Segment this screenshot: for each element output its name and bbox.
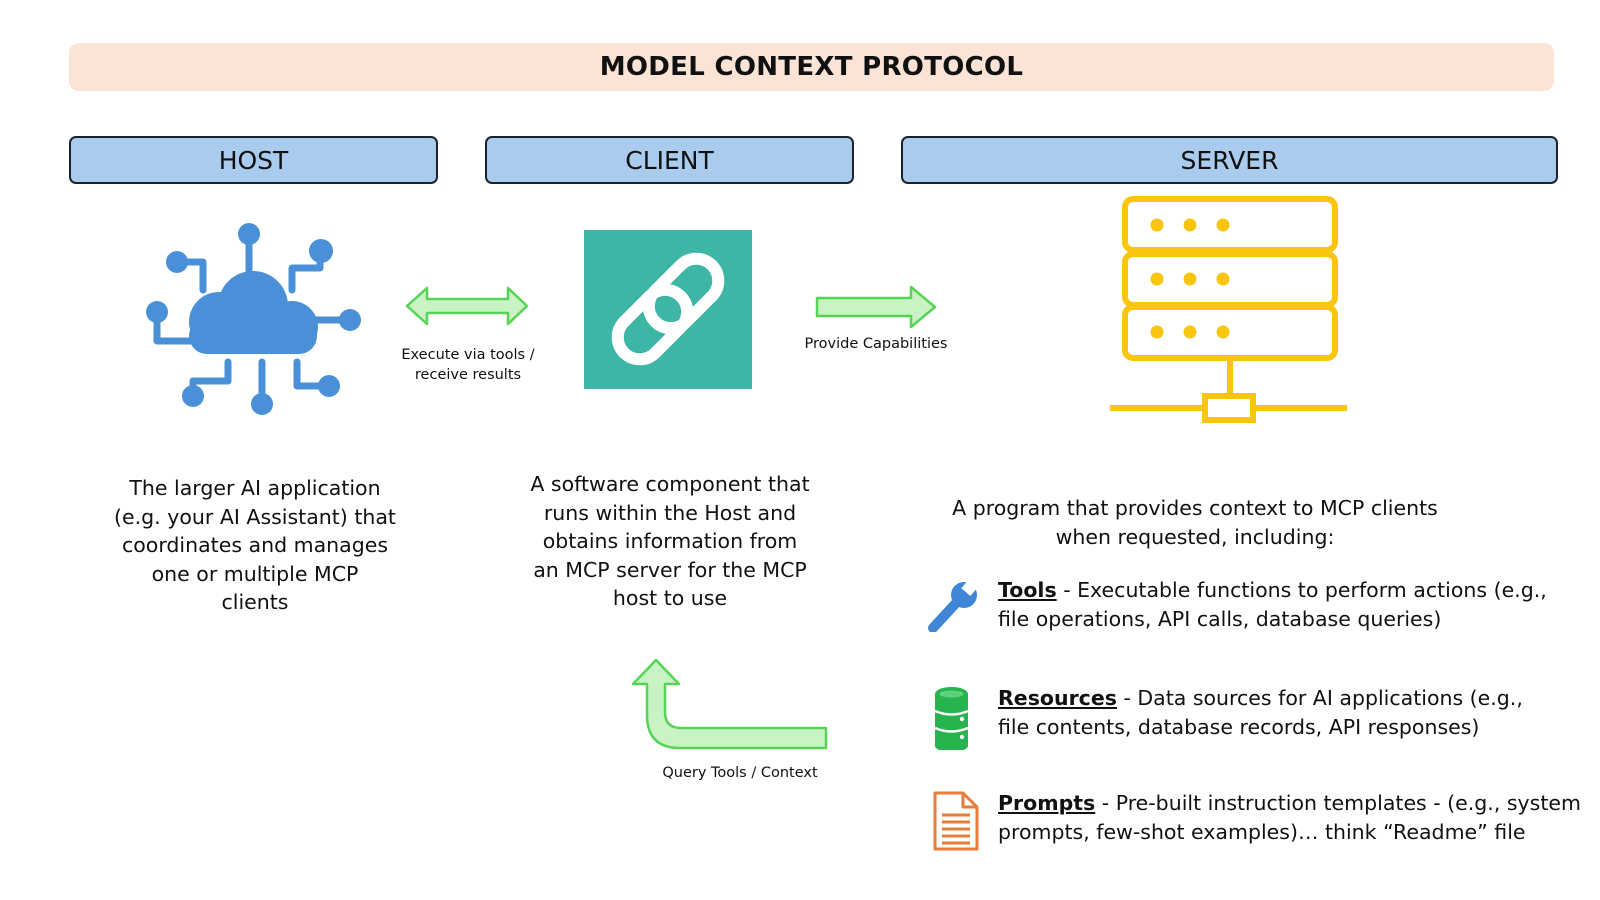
client-header-label: CLIENT [625, 145, 714, 175]
host-header-label: HOST [218, 145, 289, 175]
resources-description-line: file contents, database records, API res… [998, 714, 1480, 739]
ai-cloud-network-icon [146, 223, 361, 415]
client-header: CLIENT [485, 136, 854, 184]
client-description-line: A software component that [530, 472, 810, 496]
client-description-line: obtains information from [542, 529, 798, 553]
prompts-description-line: prompts, few-shot examples)… think “Read… [998, 819, 1526, 844]
capability-tools: Tools - Executable functions to perform … [923, 576, 1547, 633]
host-description-line: (e.g. your AI Assistant) that [114, 504, 396, 529]
tools-name: Tools [998, 578, 1057, 602]
database-icon [934, 687, 969, 750]
resources-description-line: - Data sources for AI applications (e.g.… [1116, 686, 1523, 710]
client-description-line: an MCP server for the MCP [533, 557, 807, 582]
provide-capabilities-label: Provide Capabilities [804, 336, 948, 352]
wrench-icon [928, 576, 981, 632]
host-description: The larger AI application (e.g. your AI … [90, 474, 420, 617]
query-tools-return-arrow [631, 658, 828, 750]
host-description-line: one or multiple MCP [151, 561, 359, 586]
resources-name: Resources [998, 686, 1117, 710]
tools-text: Tools - Executable functions to perform … [998, 576, 1547, 633]
page-title: MODEL CONTEXT PROTOCOL [599, 52, 1024, 82]
tools-description-line: - Executable functions to perform action… [1056, 578, 1547, 602]
execute-label-line: Execute via tools / [401, 347, 535, 363]
prompts-text: Prompts - Pre-built instruction template… [998, 789, 1581, 846]
title-banner: MODEL CONTEXT PROTOCOL [69, 43, 1554, 91]
server-description: A program that provides context to MCP c… [920, 494, 1470, 551]
resources-text: Resources - Data sources for AI applicat… [998, 684, 1523, 741]
client-description-line: runs within the Host and [543, 500, 797, 525]
chain-link-icon [584, 230, 752, 389]
host-header: HOST [69, 136, 438, 184]
server-description-line: when requested, including: [1055, 524, 1335, 549]
host-description-line: The larger AI application [129, 476, 381, 500]
server-header-label: SERVER [1180, 145, 1279, 175]
execute-label-line: receive results [414, 367, 522, 383]
execute-double-arrow [405, 286, 529, 326]
client-description-line: host to use [612, 586, 728, 610]
capability-resources: Resources - Data sources for AI applicat… [923, 684, 1523, 750]
server-rack-icon [1110, 196, 1347, 423]
prompts-description-line: - Pre-built instruction templates - (e.g… [1095, 791, 1581, 815]
host-description-line: coordinates and manages [121, 533, 388, 557]
capability-prompts: Prompts - Pre-built instruction template… [923, 789, 1581, 853]
document-icon [933, 791, 979, 851]
host-description-line: clients [221, 590, 289, 614]
client-description: A software component that runs within th… [500, 470, 840, 613]
server-description-line: A program that provides context to MCP c… [952, 496, 1438, 520]
query-tools-label: Query Tools / Context [662, 765, 818, 781]
execute-arrow-label: Execute via tools / receive results [384, 345, 552, 385]
server-header: SERVER [901, 136, 1558, 184]
tools-description-line: file operations, API calls, database que… [998, 606, 1442, 631]
provide-capabilities-arrow [815, 285, 937, 329]
prompts-name: Prompts [998, 791, 1096, 815]
